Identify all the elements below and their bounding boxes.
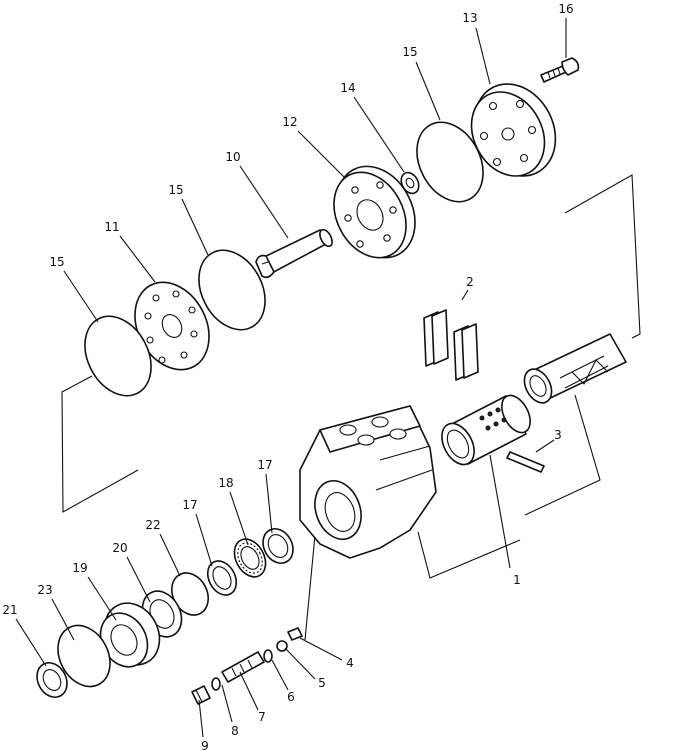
part-2-springs (423, 309, 479, 381)
callout-leader-line (15, 618, 47, 667)
callout-leader-line (126, 556, 151, 603)
inner-spool (523, 333, 627, 404)
callout-number: 19 (72, 561, 87, 575)
part-12-gerotor (333, 165, 416, 259)
callout-leader-line (489, 454, 511, 569)
part-13-end-cap (470, 83, 557, 177)
part-9-plug (191, 685, 211, 705)
callout-leader-line (195, 513, 213, 567)
callout-number: 3 (554, 428, 562, 442)
callout-number: 2 (466, 275, 474, 289)
part-5-ball (276, 640, 288, 652)
callout-leader-line (51, 598, 75, 641)
callout-leader-line (229, 491, 249, 546)
callout-number: 14 (340, 81, 355, 95)
part-6-o-ring (263, 649, 273, 663)
callout-number: 15 (168, 183, 183, 197)
callout-leader-line (461, 289, 469, 301)
part-19-gland (99, 602, 161, 668)
callout-leader-line (475, 27, 491, 85)
callout-leader-line (239, 671, 259, 711)
callout-number: 13 (462, 11, 477, 25)
part-10-drive-shaft (255, 228, 333, 279)
callout-number: 4 (346, 656, 354, 670)
callout-number: 8 (231, 724, 239, 738)
part-17-ring-lower (206, 560, 238, 596)
callout-number: 11 (104, 220, 119, 234)
callout-leader-line (297, 130, 346, 179)
callout-number: 9 (201, 739, 209, 750)
callout-number: 15 (49, 255, 64, 269)
part-11-plate (134, 281, 210, 371)
callout-number: 6 (287, 690, 295, 704)
part-23-o-ring (57, 624, 111, 688)
callout-leader-line (119, 235, 156, 283)
callout-leader-line (265, 473, 273, 534)
part-15-o-ring-lower (84, 315, 152, 397)
part-4-check-valve (287, 627, 303, 641)
part-16-bolt (540, 57, 580, 83)
part-1-spool (441, 394, 531, 466)
callout-number: 23 (37, 583, 52, 597)
callout-leader-line (181, 198, 209, 256)
callout-number: 20 (112, 541, 127, 555)
callout-number: 22 (145, 518, 160, 532)
part-21-ring (36, 662, 68, 698)
part-8-o-ring (211, 677, 221, 691)
callout-leader-line (535, 439, 555, 453)
callout-number: 7 (258, 710, 266, 724)
callout-leader-line (284, 647, 316, 680)
callout-leader-line (221, 684, 233, 723)
part-3-pin (506, 451, 545, 473)
part-14-spacer (400, 171, 420, 195)
assembly-guide-lines (61, 174, 641, 641)
part-7-relief-valve (221, 651, 265, 683)
callout-number: 5 (318, 676, 326, 690)
callout-number: 16 (558, 2, 573, 16)
callout-leader-line (415, 61, 441, 121)
callout-number: 17 (182, 498, 197, 512)
callout-number: 15 (402, 45, 417, 59)
callout-number: 1 (513, 573, 521, 587)
callout-leader-line (271, 659, 289, 691)
callout-number: 17 (257, 458, 272, 472)
callout-labels: 1234567891011121314151515161717181920212… (2, 2, 573, 750)
callout-number: 10 (225, 150, 240, 164)
part-15-o-ring-upper (416, 121, 484, 203)
callout-leader-line (87, 576, 117, 621)
callout-leader-line (299, 637, 343, 661)
part-18-bearing (233, 538, 267, 578)
callout-number: 12 (282, 115, 297, 129)
callout-number: 21 (2, 603, 17, 617)
callout-leader-line (353, 96, 405, 173)
part-15-o-ring-middle (198, 249, 266, 331)
callout-leader-line (239, 165, 289, 239)
part-17-ring-upper (262, 528, 294, 564)
housing (299, 405, 437, 559)
callout-leader-line (63, 270, 99, 323)
callout-leader-line (159, 533, 181, 577)
callout-leader-line (198, 699, 204, 738)
callout-number: 18 (218, 476, 233, 490)
